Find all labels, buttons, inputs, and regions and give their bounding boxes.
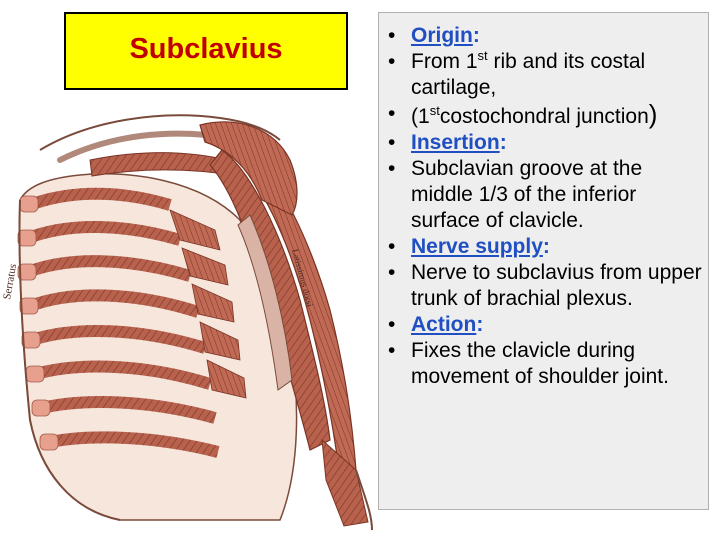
ribs [17, 187, 220, 458]
insertion-heading: Insertion [411, 131, 500, 154]
bullet-dot: • [388, 24, 396, 47]
bullet-origin-note: • (1stcostochondral junction) [388, 99, 658, 129]
bullet-insertion-heading: • Insertion: [388, 131, 507, 154]
bullet-origin-text: • From 1st rib and its costal cartilage, [388, 48, 646, 99]
bullet-nerve-text: • Nerve to subclavius from upper trunk o… [388, 261, 702, 310]
title-box: Subclavius [64, 12, 348, 90]
bullet-nerve-heading: • Nerve supply: [388, 235, 550, 258]
bullet-dot: • [388, 157, 396, 180]
bullet-dot: • [388, 313, 396, 336]
serratus-label: Serratus [1, 263, 19, 301]
bullet-dot: • [388, 50, 396, 73]
nerve-supply-heading: Nerve supply [411, 235, 543, 258]
bullet-dot: • [388, 339, 396, 362]
bullet-action-heading: • Action: [388, 313, 484, 336]
slide-title: Subclavius [129, 32, 283, 65]
deltoid-muscle [199, 121, 298, 216]
bullet-origin-heading: • Origin: [388, 24, 480, 47]
text-panel: • Origin: • From 1st rib and its costal … [378, 12, 709, 510]
bullet-list: • Origin: • From 1st rib and its costal … [379, 13, 708, 390]
bullet-action-text: • Fixes the clavicle during movement of … [388, 339, 669, 388]
bullet-dot: • [388, 131, 396, 154]
bullet-dot: • [388, 235, 396, 258]
action-heading: Action [411, 313, 477, 336]
anatomy-illustration: Serratus Latissimus dorsi [1, 114, 373, 531]
bullet-insertion-text: • Subclavian groove at the middle 1/3 of… [388, 157, 643, 232]
bullet-dot: • [388, 102, 396, 125]
origin-heading: Origin [411, 24, 473, 47]
serratus-muscle [169, 209, 247, 399]
bullet-dot: • [388, 261, 396, 284]
